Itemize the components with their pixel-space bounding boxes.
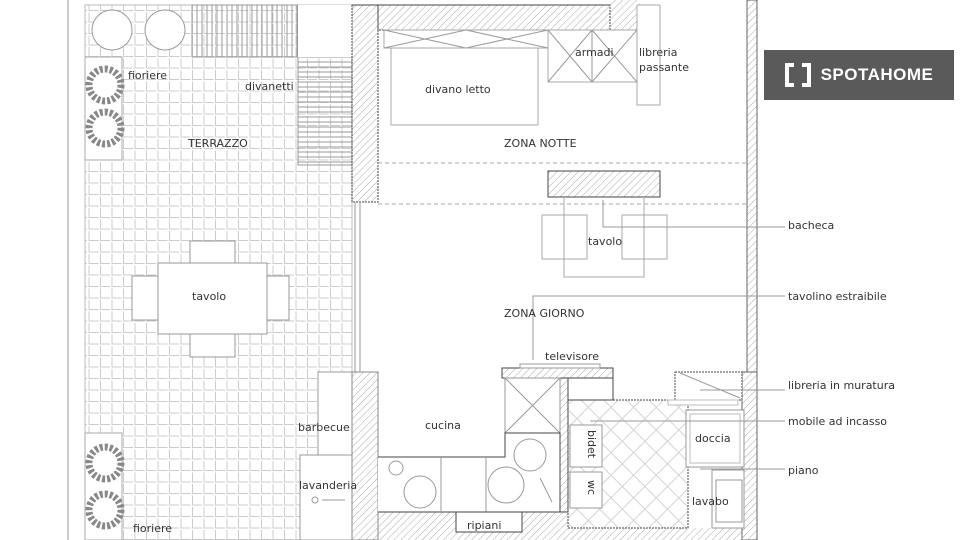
bracket-logo-icon [784, 63, 811, 87]
label-armadi: armadi [575, 46, 614, 59]
interior [378, 4, 747, 533]
room-labels: fioriere divanetti TERRAZZO tavolo barbe… [128, 46, 731, 535]
label-zona-giorno: ZONA GIORNO [504, 307, 585, 320]
label-fioriere-bottom: fioriere [133, 522, 172, 535]
laundry [299, 454, 353, 540]
tv [519, 363, 601, 369]
callout-libreria-in-muratura: libreria in muratura [788, 379, 895, 392]
terrace-table [131, 240, 290, 358]
terrace [67, 0, 353, 540]
label-cucina: cucina [425, 419, 461, 432]
label-terrazzo: TERRAZZO [187, 137, 248, 150]
label-libreria: libreria [639, 46, 677, 59]
label-ripiani: ripiani [467, 519, 501, 532]
label-passante: passante [639, 61, 689, 74]
pass-through-bookcase [636, 4, 661, 106]
sofa-bench-side [297, 56, 353, 166]
label-televisore: televisore [545, 350, 599, 363]
logo-text: SPOTAHOME [820, 65, 934, 84]
callout-mobile-ad-incasso: mobile ad incasso [788, 415, 887, 428]
callout-bacheca: bacheca [788, 219, 834, 232]
label-lavanderia: lavanderia [299, 479, 357, 492]
label-divanetti: divanetti [245, 80, 294, 93]
label-fioriere: fioriere [128, 69, 167, 82]
built-in-bookcase [674, 371, 743, 401]
shelves [455, 511, 523, 533]
label-lavabo: lavabo [692, 495, 729, 508]
sink [715, 479, 743, 523]
sofa-bed [390, 47, 539, 126]
sofa-bench-top [191, 4, 299, 58]
callout-labels: bacheca tavolino estraibile libreria in … [788, 219, 895, 477]
label-barbecue: barbecue [298, 421, 350, 434]
label-zona-notte: ZONA NOTTE [504, 137, 577, 150]
leader-lines [532, 200, 785, 470]
plant-icon [85, 65, 125, 530]
label-wc: wc [585, 480, 598, 495]
notice-board [547, 170, 661, 198]
round-planter-icon [144, 9, 186, 51]
callout-tavolino-estraibile: tavolino estraibile [788, 290, 887, 303]
label-tavolo-terrazzo: tavolo [192, 290, 226, 303]
label-divano-letto: divano letto [425, 83, 491, 96]
dining-table [541, 197, 668, 278]
callout-piano: piano [788, 464, 819, 477]
round-planter-icon [91, 9, 133, 51]
label-tavolo: tavolo [588, 235, 622, 248]
bidet [569, 424, 603, 468]
shower [685, 409, 745, 468]
label-doccia: doccia [695, 432, 731, 445]
barbecue [317, 371, 353, 456]
label-bidet: bidet [585, 430, 598, 459]
spotahome-logo: SPOTAHOME [764, 50, 954, 100]
wc [569, 471, 603, 509]
